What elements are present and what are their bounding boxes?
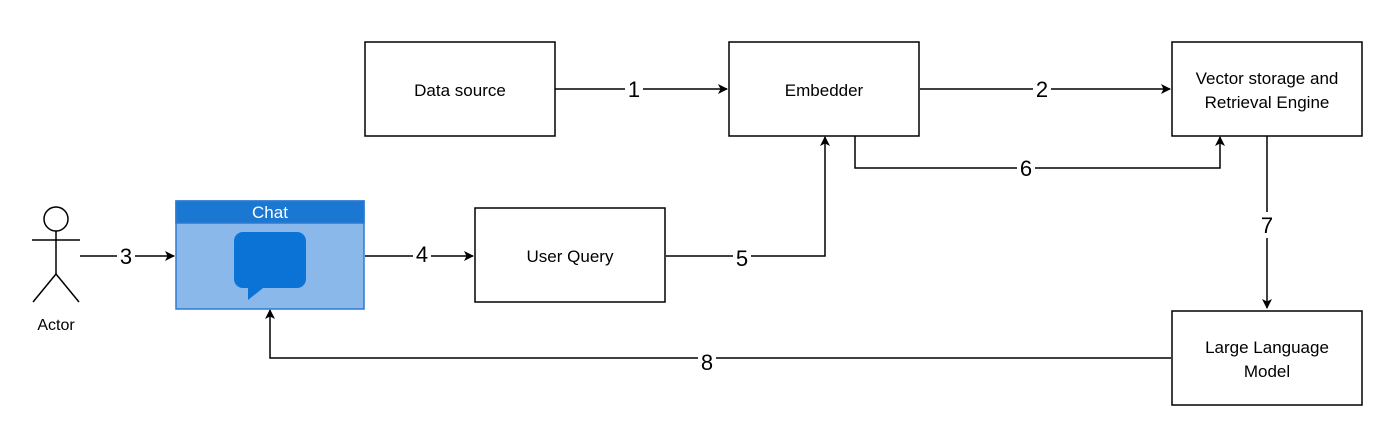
- actor-label: Actor: [37, 317, 75, 334]
- llm-node[interactable]: Large Language Model: [1171, 310, 1363, 406]
- chat-window-node[interactable]: Chat: [175, 200, 365, 310]
- data-source-node[interactable]: Data source: [364, 41, 556, 137]
- user-query-node[interactable]: User Query: [474, 207, 666, 303]
- actor-node[interactable]: Actor: [32, 206, 80, 334]
- vector-storage-node[interactable]: Vector storage and Retrieval Engine: [1171, 41, 1363, 137]
- edge-2: 2: [920, 76, 1171, 102]
- edge-3: 3: [80, 243, 175, 269]
- edge-label-3: 3: [120, 244, 132, 269]
- llm-label-line-1: Large Language: [1205, 338, 1329, 357]
- edge-label-1: 1: [628, 77, 640, 102]
- edge-label-2: 2: [1036, 77, 1048, 102]
- edge-6: 6: [854, 136, 1225, 181]
- vector-storage-label-line-1: Vector storage and: [1196, 69, 1339, 88]
- edge-label-6: 6: [1020, 156, 1032, 181]
- edge-label-8: 8: [701, 350, 713, 375]
- edge-8: 8: [265, 309, 1171, 375]
- edge-5: 5: [666, 136, 830, 271]
- edge-label-5: 5: [736, 246, 748, 271]
- embedder-node[interactable]: Embedder: [728, 41, 920, 137]
- edge-label-7: 7: [1261, 213, 1273, 238]
- vector-storage-label-line-2: Retrieval Engine: [1205, 93, 1330, 112]
- chat-window-header: [175, 200, 365, 224]
- embedder-label: Embedder: [785, 81, 864, 100]
- user-query-label: User Query: [527, 247, 614, 266]
- edge-7: 7: [1257, 136, 1277, 309]
- stick-figure-icon: [32, 206, 80, 303]
- edge-4: 4: [365, 241, 474, 267]
- edge-label-4: 4: [416, 242, 428, 267]
- speech-bubble-icon: [234, 232, 306, 300]
- chat-window-title: Chat: [252, 203, 288, 222]
- llm-label-line-2: Model: [1244, 362, 1290, 381]
- edge-1: 1: [555, 76, 728, 102]
- data-source-label: Data source: [414, 81, 506, 100]
